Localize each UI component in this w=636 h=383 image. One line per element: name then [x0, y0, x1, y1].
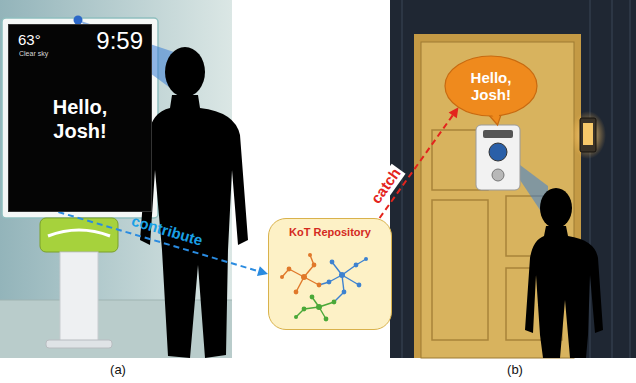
stand-curve: [48, 230, 110, 236]
dark-wall: [390, 0, 636, 358]
temperature: 63°: [18, 31, 41, 48]
bubble-tail-fill: [487, 109, 500, 122]
wall-planks: [402, 0, 630, 358]
person-silhouette: [525, 226, 603, 358]
knowledge-graph: [274, 247, 374, 325]
orange-cluster-nodes: [280, 253, 321, 294]
mirror-frame: [2, 18, 158, 218]
orange-cluster-links: [282, 255, 319, 292]
panel-a-scene: [0, 0, 248, 358]
kiosk-pole: [60, 252, 98, 344]
person-head: [165, 47, 205, 97]
lamp-glow: [570, 111, 606, 159]
lamp: [580, 118, 596, 152]
repository-title: KoT Repository: [269, 226, 391, 239]
green-cluster-links: [296, 297, 334, 319]
dashed-connector: [58, 212, 260, 272]
kiosk-stand-top: [40, 218, 118, 252]
blue-cluster-links: [319, 259, 366, 302]
connector-arrow: [58, 212, 268, 276]
repository-box: KoT Repository: [268, 218, 392, 330]
lamp-light: [583, 123, 593, 145]
panel-label: (a): [110, 362, 126, 378]
kiosk-base: [46, 340, 112, 348]
greeting-text: Hello, Josh!: [35, 95, 125, 143]
floor-line: [0, 300, 232, 301]
doorbell-top: [483, 130, 513, 138]
weather-text: Clear sky: [19, 50, 48, 58]
clock-time: 9:59: [96, 27, 143, 55]
floor: [0, 300, 232, 358]
panel-label: (b): [507, 362, 523, 378]
speech-bubble: Hello, Josh!: [444, 55, 538, 117]
arrow-head: [257, 266, 268, 276]
bubble-ellipse: [445, 56, 537, 116]
person-head: [540, 188, 572, 228]
panel-b-scene: [390, 0, 636, 358]
bubble-text: Hello, Josh!: [455, 69, 527, 104]
doorbell-camera: [489, 143, 507, 161]
arrow-head: [449, 107, 459, 118]
doorbell: [476, 125, 520, 190]
blue-cluster-nodes: [327, 257, 368, 294]
doorbell-button: [492, 169, 504, 181]
display-screen: 63° Clear sky 9:59Hello, Josh!: [8, 24, 152, 212]
green-cluster-nodes: [294, 295, 336, 322]
